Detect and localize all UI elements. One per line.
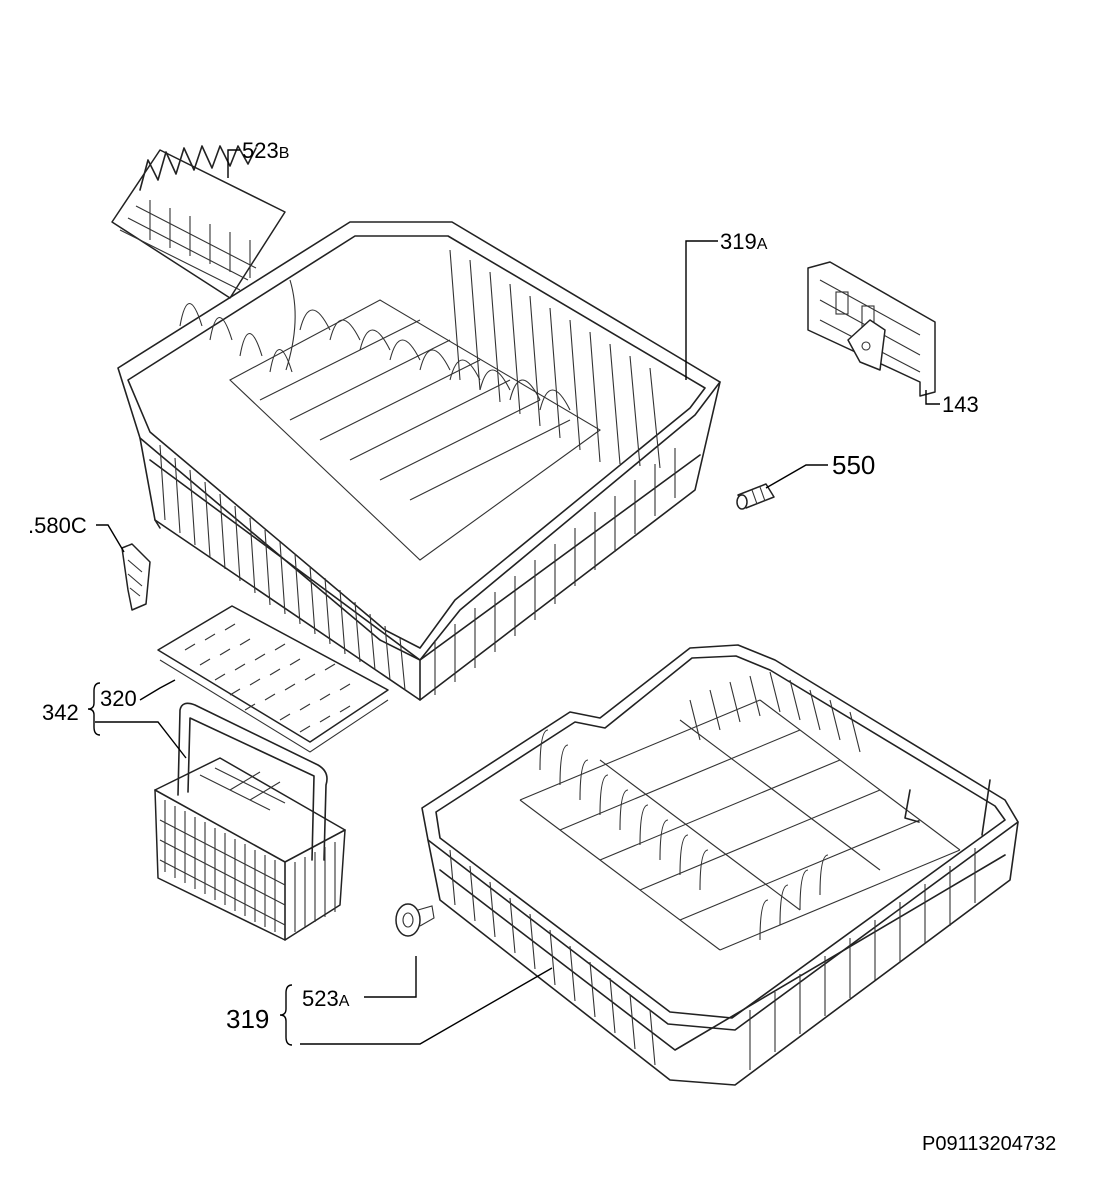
part-143-bracket xyxy=(807,261,936,397)
part-580c-clip xyxy=(121,543,151,611)
leader-580c xyxy=(96,524,125,553)
callout-550: 550 xyxy=(832,450,875,480)
part-550-pin xyxy=(736,483,775,510)
callout-342: 342 xyxy=(42,700,79,725)
leader-lines xyxy=(87,149,940,1046)
leader-319 xyxy=(300,967,553,1045)
part-319-lower-basket xyxy=(421,644,1019,1086)
brace-319 xyxy=(279,984,293,1046)
callout-523b: 523B xyxy=(242,138,289,163)
part-342-cutlery-basket xyxy=(154,702,346,941)
callout-319: 319 xyxy=(226,1004,269,1034)
leader-550 xyxy=(765,464,828,489)
leader-320 xyxy=(139,679,176,701)
leader-342 xyxy=(95,721,187,759)
leader-523a xyxy=(364,956,417,998)
part-320-cutlery-lid xyxy=(157,605,389,753)
callout-580c: .580C xyxy=(28,513,87,538)
leader-319a xyxy=(685,240,718,380)
callout-523a: 523A xyxy=(302,986,350,1011)
part-523a-wheel xyxy=(395,903,435,937)
brace-342 xyxy=(87,682,101,736)
drawing-code: P09113204732 xyxy=(922,1133,1056,1155)
callout-319a: 319A xyxy=(720,229,768,254)
callout-320: 320 xyxy=(100,686,137,711)
part-319a-upper-basket xyxy=(117,221,721,701)
leader-143 xyxy=(925,390,940,405)
callout-143: 143 xyxy=(942,392,979,417)
part-523b-tine-rack xyxy=(111,145,286,299)
leader-523b xyxy=(227,149,240,178)
